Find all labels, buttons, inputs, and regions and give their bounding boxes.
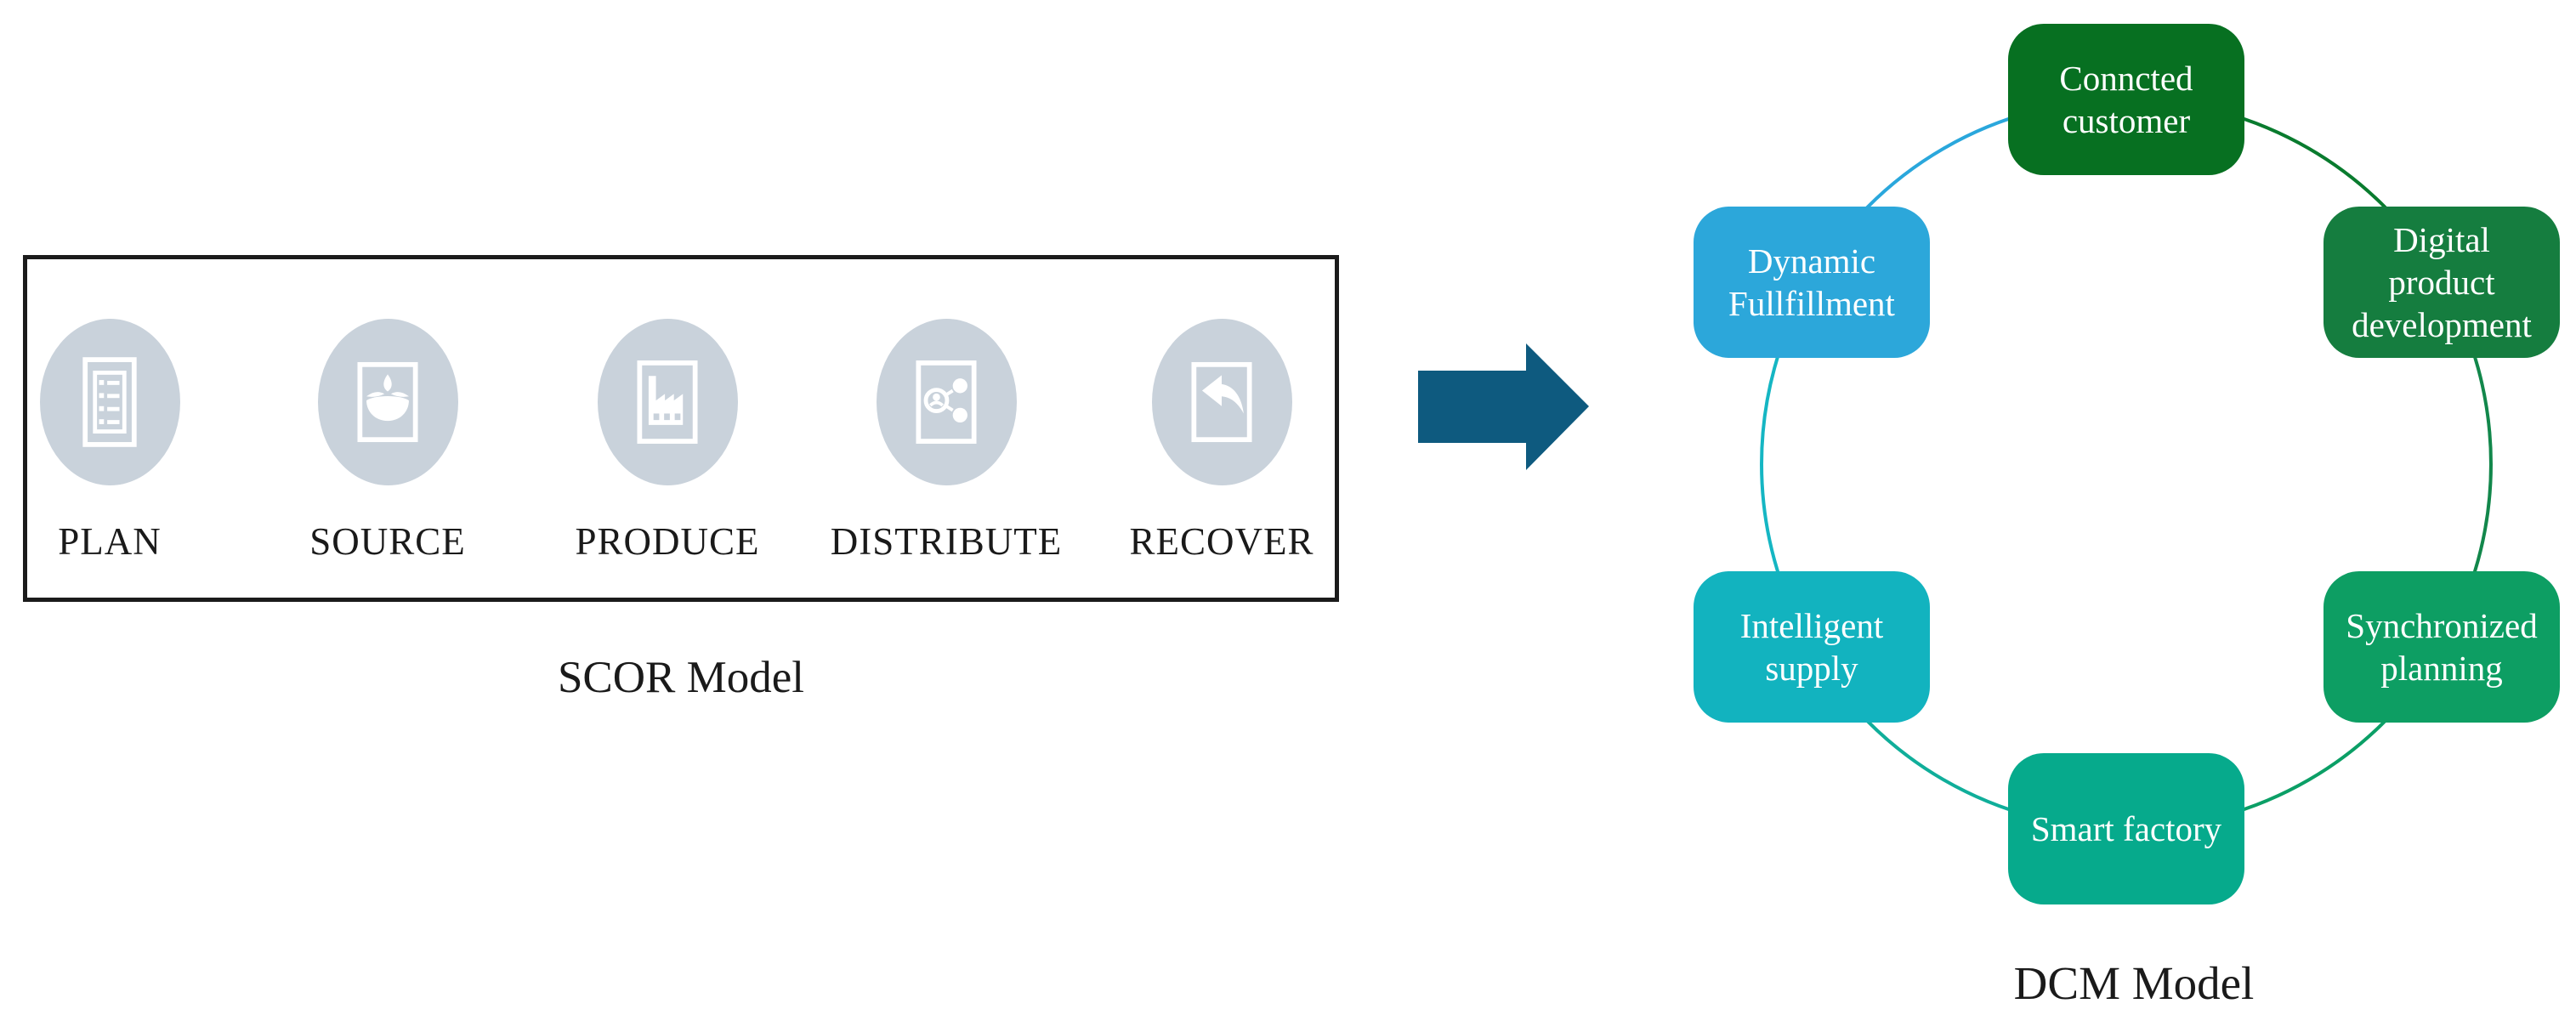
scor-step-label: RECOVER <box>1129 520 1314 563</box>
transition-arrow <box>1418 343 1589 470</box>
scor-step-plan: PLAN <box>0 319 237 561</box>
dcm-node-intelligent-supply: Intelligent supply <box>1694 571 1930 723</box>
scor-step-label: PLAN <box>58 520 162 563</box>
scor-step-label: PRODUCE <box>575 520 760 563</box>
oil-lamp-icon <box>317 319 458 485</box>
factory-icon <box>597 319 738 485</box>
scor-step-label: DISTRIBUTE <box>830 520 1063 563</box>
return-arrow-icon <box>1151 319 1292 485</box>
dcm-node-digital-product-development: Digital product development <box>2324 207 2560 358</box>
checklist-icon <box>39 319 180 485</box>
dcm-node-smart-factory: Smart factory <box>2008 753 2244 904</box>
share-network-icon <box>876 319 1017 485</box>
dcm-node-dynamic-fullfillment: Dynamic Fullfillment <box>1694 207 1930 358</box>
scor-model-box <box>23 255 1339 602</box>
dcm-model-caption: DCM Model <box>2013 957 2255 1009</box>
scor-step-source: SOURCE <box>260 319 515 561</box>
scor-step-distribute: DISTRIBUTE <box>819 319 1074 561</box>
scor-step-recover: RECOVER <box>1094 319 1349 561</box>
scor-model-caption: SCOR Model <box>557 653 805 702</box>
dcm-node-connected-customer: Conncted customer <box>2008 24 2244 175</box>
dcm-node-synchronized-planning: Synchronized planning <box>2324 571 2560 723</box>
scor-step-produce: PRODUCE <box>540 319 795 561</box>
scor-step-label: SOURCE <box>309 520 466 563</box>
